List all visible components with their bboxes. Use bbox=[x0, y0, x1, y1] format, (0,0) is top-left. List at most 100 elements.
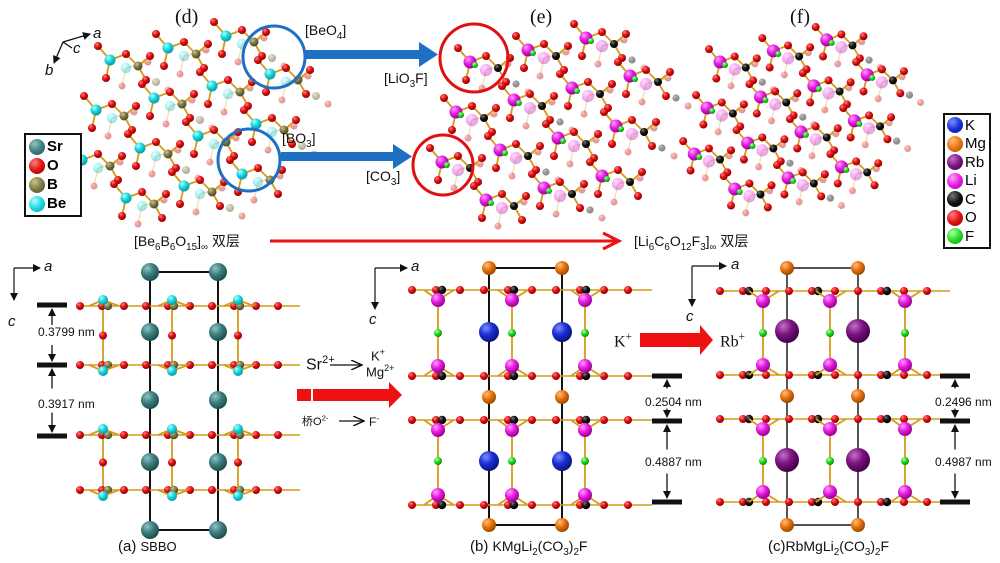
o-atom bbox=[252, 431, 260, 439]
o-atom bbox=[550, 152, 558, 160]
f-atom bbox=[472, 62, 478, 68]
li-atom bbox=[578, 359, 592, 373]
o-atom bbox=[817, 192, 826, 201]
f-atom bbox=[502, 150, 508, 156]
o-atom bbox=[528, 170, 536, 178]
o-atom bbox=[498, 82, 506, 90]
o-atom bbox=[208, 486, 216, 494]
f-atom bbox=[749, 142, 756, 149]
o-atom bbox=[755, 163, 763, 171]
o-atom bbox=[132, 102, 140, 110]
mg-atom bbox=[482, 390, 496, 404]
o-atom bbox=[274, 431, 282, 439]
o-atom bbox=[134, 220, 142, 228]
o-atom bbox=[852, 58, 861, 66]
o-atom bbox=[564, 42, 572, 50]
o-atom bbox=[566, 160, 574, 168]
rb-plus-label: Rb+ bbox=[720, 331, 745, 351]
be-atom bbox=[250, 118, 262, 130]
be-atom bbox=[162, 42, 174, 54]
o-atom bbox=[758, 34, 767, 43]
c-atom bbox=[882, 370, 892, 380]
distance-markers-rbmg bbox=[940, 373, 970, 505]
o-atom bbox=[186, 361, 194, 369]
o-atom bbox=[923, 415, 931, 423]
o-atom bbox=[450, 184, 458, 192]
c-atom bbox=[542, 168, 550, 176]
li-atom bbox=[756, 422, 770, 436]
c-atom bbox=[581, 500, 591, 510]
o-atom bbox=[923, 371, 931, 379]
o-atom bbox=[808, 371, 816, 379]
o-atom bbox=[600, 501, 608, 509]
o-atom bbox=[440, 94, 448, 102]
o-atom bbox=[819, 52, 828, 61]
o-atom bbox=[846, 133, 855, 142]
o-atom bbox=[785, 287, 793, 295]
o-atom bbox=[480, 501, 488, 509]
o-atom bbox=[861, 141, 869, 149]
f-atom bbox=[434, 457, 442, 465]
c-atom bbox=[610, 40, 618, 48]
o-atom bbox=[714, 128, 722, 136]
o-atom bbox=[762, 371, 770, 379]
o-atom bbox=[252, 486, 260, 494]
o-atom bbox=[108, 100, 116, 108]
o-atom bbox=[176, 200, 184, 208]
o-atom bbox=[785, 371, 793, 379]
o-atom bbox=[600, 372, 608, 380]
o-atom bbox=[780, 135, 789, 144]
distance-kmg-1: 0.2504 nm bbox=[645, 395, 702, 409]
mg-atom bbox=[555, 261, 569, 275]
be-atom bbox=[98, 295, 108, 305]
o-atom bbox=[76, 486, 84, 494]
li-atom bbox=[479, 63, 493, 77]
f-atom bbox=[604, 176, 610, 182]
legend-left: Sr O B Be bbox=[24, 133, 82, 217]
legend-item-k: K bbox=[947, 116, 987, 135]
o-atom bbox=[727, 146, 736, 155]
mg-atom bbox=[555, 390, 569, 404]
o-atom bbox=[528, 286, 536, 294]
o-atom bbox=[824, 76, 833, 85]
be-atom bbox=[167, 424, 177, 434]
o-atom bbox=[704, 144, 713, 153]
o-atom bbox=[282, 64, 290, 72]
o-atom bbox=[162, 190, 170, 198]
f-atom bbox=[574, 88, 580, 94]
distance-bar bbox=[940, 418, 970, 424]
distance-rbmg-1: 0.2496 nm bbox=[935, 395, 992, 409]
o-atom bbox=[837, 202, 845, 210]
blue-arrow-bo3-to-co3 bbox=[281, 144, 412, 169]
li-atom bbox=[523, 101, 537, 115]
f-atom bbox=[828, 39, 835, 46]
o-atom bbox=[877, 65, 886, 74]
li-atom bbox=[578, 423, 592, 437]
li-atom bbox=[611, 177, 625, 191]
c-atom bbox=[437, 500, 447, 510]
o-atom bbox=[240, 106, 248, 114]
o-atom bbox=[732, 126, 741, 135]
f-atom bbox=[546, 188, 552, 194]
c-atom bbox=[494, 64, 502, 72]
li-atom-icon bbox=[947, 172, 963, 189]
axis-b-label-top: b bbox=[45, 62, 54, 79]
f-atom bbox=[815, 85, 822, 92]
c-atom bbox=[509, 415, 519, 425]
o-atom bbox=[854, 371, 862, 379]
o-atom bbox=[234, 58, 242, 66]
o-atom bbox=[839, 104, 848, 112]
axis-a-label-top: a bbox=[93, 25, 102, 42]
distance-bar bbox=[37, 433, 67, 439]
o-atom bbox=[877, 371, 885, 379]
o-atom bbox=[576, 501, 584, 509]
k-atom bbox=[552, 322, 572, 342]
o-atom bbox=[292, 116, 300, 124]
o-atom bbox=[464, 134, 472, 142]
o-atom bbox=[727, 82, 735, 90]
o-atom bbox=[268, 114, 276, 122]
axis-c-label-top: c bbox=[73, 40, 81, 57]
b-atom bbox=[181, 165, 191, 175]
o-atom bbox=[110, 180, 118, 188]
rb-atom-icon bbox=[947, 154, 963, 171]
